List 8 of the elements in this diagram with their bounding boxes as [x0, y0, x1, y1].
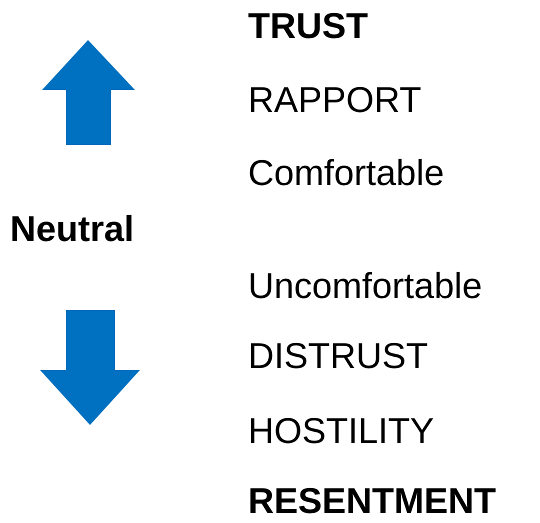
scale-level-label: DISTRUST	[248, 338, 428, 374]
scale-level-label: Uncomfortable	[248, 268, 482, 304]
scale-midpoint-label: Neutral	[10, 211, 134, 247]
scale-level-label: RAPPORT	[248, 82, 422, 118]
scale-level-label: Comfortable	[248, 155, 444, 191]
scale-level-label: TRUST	[248, 8, 368, 44]
scale-level-label: RESENTMENT	[248, 483, 496, 519]
scale-level-label: HOSTILITY	[248, 413, 434, 449]
